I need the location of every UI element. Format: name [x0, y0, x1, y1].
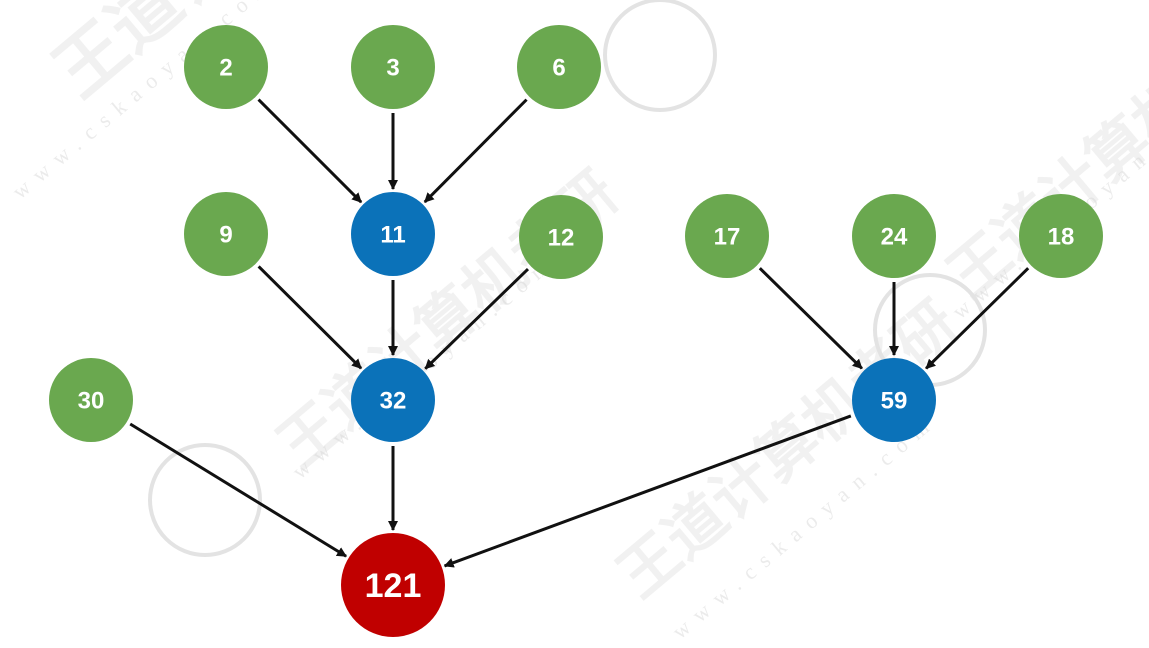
- node-3: 3: [351, 25, 435, 109]
- node-label: 17: [714, 224, 741, 251]
- node-18: 18: [1019, 194, 1103, 278]
- node-label: 12: [548, 225, 575, 252]
- watermark-text: 王道计算机考研: [605, 289, 970, 610]
- watermark-url: www.cskaoyan.com: [287, 248, 561, 484]
- edge-n2-to-n11: [257, 98, 363, 204]
- node-circle: [184, 192, 268, 276]
- edge-n30-to-n121: [129, 422, 347, 558]
- node-2: 2: [184, 25, 268, 109]
- node-label: 9: [219, 222, 232, 249]
- node-circle: [184, 25, 268, 109]
- node-12: 12: [519, 195, 603, 279]
- node-label: 30: [78, 388, 105, 415]
- node-circle: [341, 533, 445, 637]
- node-32: 32: [351, 358, 435, 442]
- edge-n17-to-n59: [758, 267, 863, 370]
- node-label: 32: [380, 388, 407, 415]
- node-11: 11: [351, 192, 435, 276]
- node-label: 18: [1048, 224, 1075, 251]
- watermark-seal-icon: [603, 0, 717, 112]
- nodes: 2 3 6 9 11 12 17 24 18 30 32 59 121: [49, 25, 1103, 637]
- node-30: 30: [49, 358, 133, 442]
- node-label: 59: [881, 388, 908, 415]
- edge-n12-to-n32: [424, 267, 530, 370]
- node-circle: [1019, 194, 1103, 278]
- node-6: 6: [517, 25, 601, 109]
- node-circle: [852, 358, 936, 442]
- node-label: 24: [881, 224, 908, 251]
- node-label: 6: [552, 55, 565, 82]
- edge-n6-to-n11: [423, 98, 528, 204]
- node-label: 121: [365, 567, 422, 605]
- node-9: 9: [184, 192, 268, 276]
- node-24: 24: [852, 194, 936, 278]
- edges: [129, 98, 1030, 568]
- node-59: 59: [852, 358, 936, 442]
- node-circle: [351, 25, 435, 109]
- node-label: 2: [219, 55, 232, 82]
- node-circle: [519, 195, 603, 279]
- node-121: 121: [341, 533, 445, 637]
- node-circle: [852, 194, 936, 278]
- node-circle: [351, 358, 435, 442]
- node-label: 3: [386, 55, 399, 82]
- node-circle: [49, 358, 133, 442]
- node-circle: [517, 25, 601, 109]
- node-17: 17: [685, 194, 769, 278]
- edge-n9-to-n32: [257, 265, 363, 370]
- node-label: 11: [380, 222, 405, 249]
- node-circle: [685, 194, 769, 278]
- edge-n18-to-n59: [925, 267, 1030, 370]
- node-circle: [351, 192, 435, 276]
- watermark-seal-icon: [148, 443, 262, 557]
- edge-n59-to-n121: [443, 414, 852, 568]
